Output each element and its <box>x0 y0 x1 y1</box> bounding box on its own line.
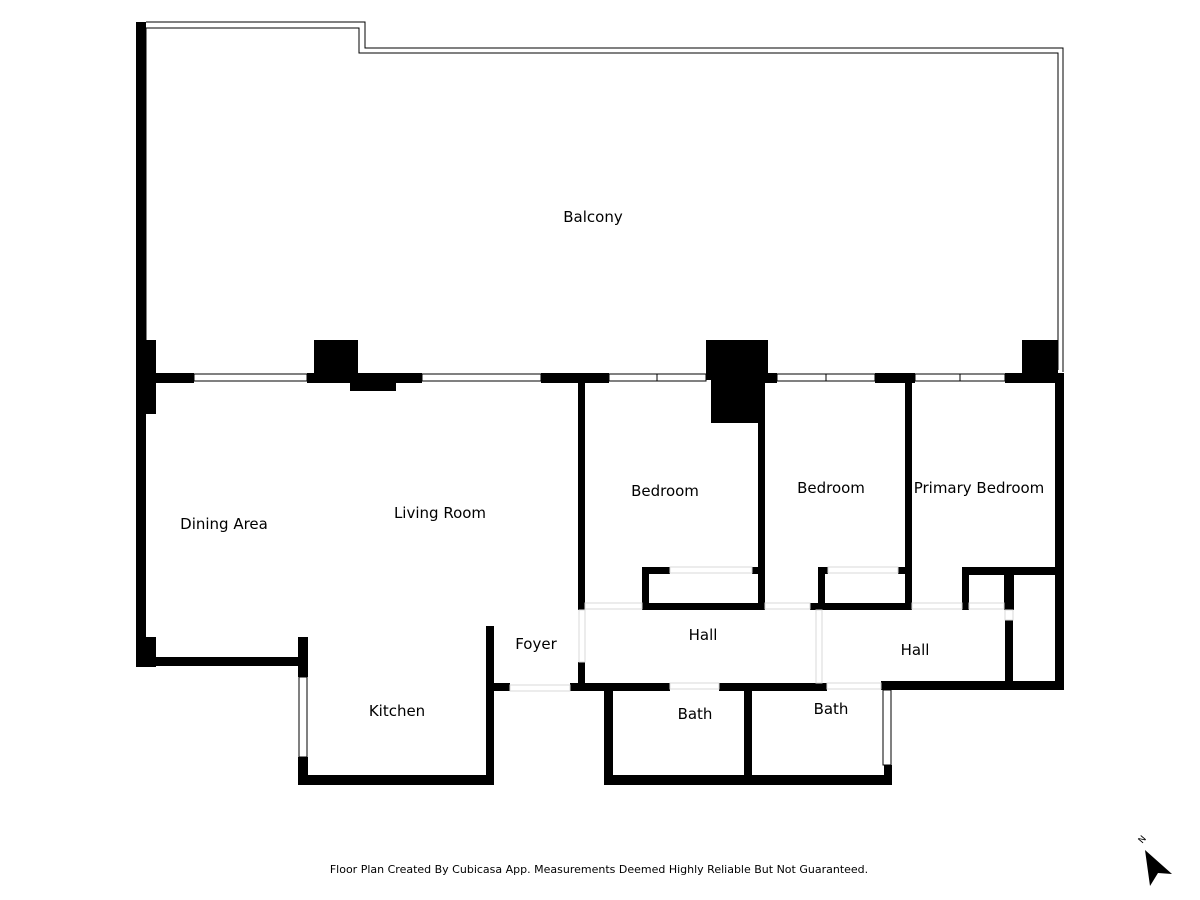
label-bedroom-1: Bedroom <box>631 482 699 500</box>
balcony-outline <box>145 21 1064 376</box>
label-bath-2: Bath <box>814 700 849 718</box>
label-living-room: Living Room <box>394 504 486 522</box>
windows <box>193 373 1006 766</box>
label-hall-2: Hall <box>901 641 930 659</box>
openings <box>509 566 1014 692</box>
north-arrow-icon: N <box>1137 834 1172 886</box>
label-balcony: Balcony <box>563 208 623 226</box>
footer-disclaimer: Floor Plan Created By Cubicasa App. Meas… <box>330 863 868 876</box>
label-bedroom-2: Bedroom <box>797 479 865 497</box>
label-dining-area: Dining Area <box>180 515 268 533</box>
label-kitchen: Kitchen <box>369 702 425 720</box>
label-foyer: Foyer <box>515 635 557 653</box>
compass-label: N <box>1137 834 1149 846</box>
label-hall-1: Hall <box>689 626 718 644</box>
walls <box>136 22 1064 785</box>
room-labels: Balcony Dining Area Living Room Bedroom … <box>180 208 1044 723</box>
label-bath-1: Bath <box>678 705 713 723</box>
label-primary-bedroom: Primary Bedroom <box>914 479 1045 497</box>
